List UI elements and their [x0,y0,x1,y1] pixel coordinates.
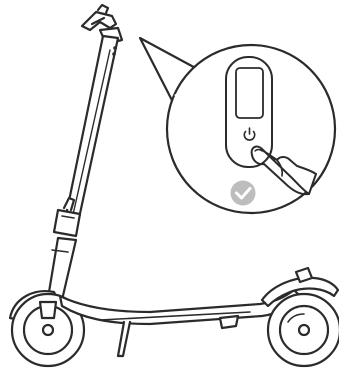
kickstand [118,322,130,356]
deck [60,290,300,328]
callout [140,38,335,213]
rear-wheel [268,294,339,366]
check-icon [231,181,256,206]
dashboard-screen [236,68,263,118]
